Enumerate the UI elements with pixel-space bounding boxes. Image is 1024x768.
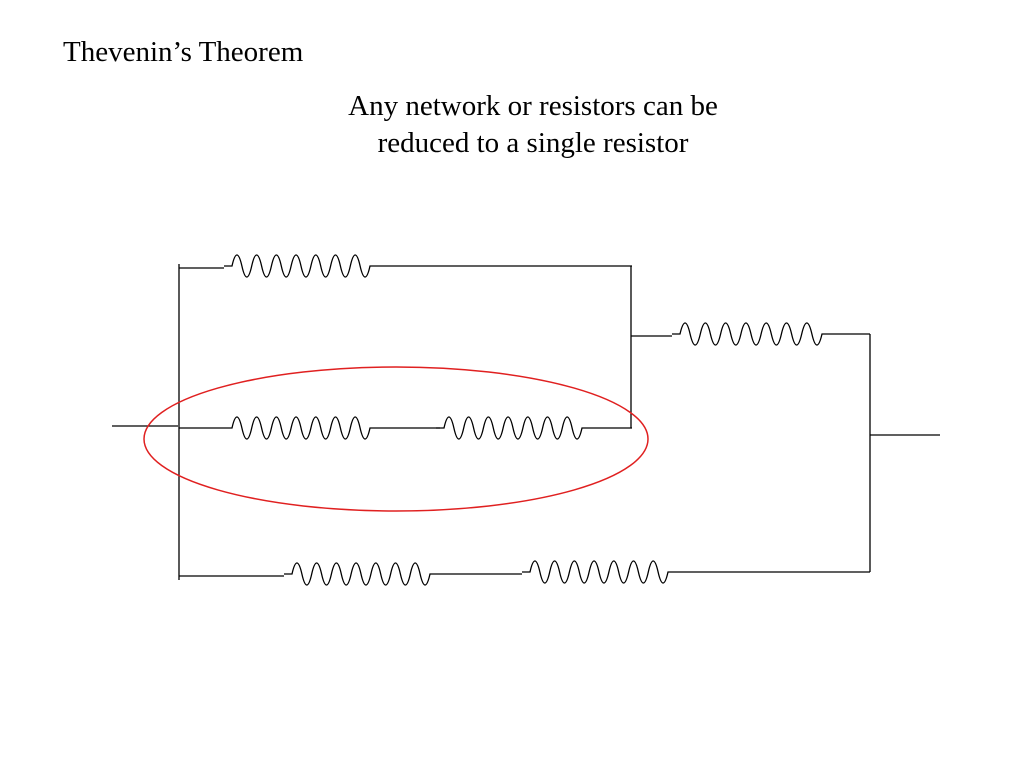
- resistor-top: [224, 254, 378, 278]
- highlight-ellipse: [143, 366, 649, 512]
- subtitle-line-2: reduced to a single resistor: [377, 127, 689, 159]
- subtitle-line-1: Any network or resistors can be: [348, 90, 718, 122]
- slide-title: Thevenin’s Theorem: [63, 36, 304, 68]
- resistor-bottom-right: [522, 560, 676, 584]
- resistor-middle-right: [436, 416, 590, 440]
- resistor-middle-left: [224, 416, 378, 440]
- resistor-bottom-left: [284, 562, 438, 586]
- resistors: [224, 254, 830, 586]
- slide-subtitle: Any network or resistors can be reduced …: [300, 88, 766, 162]
- resistor-right: [672, 322, 830, 346]
- wires: [112, 264, 940, 580]
